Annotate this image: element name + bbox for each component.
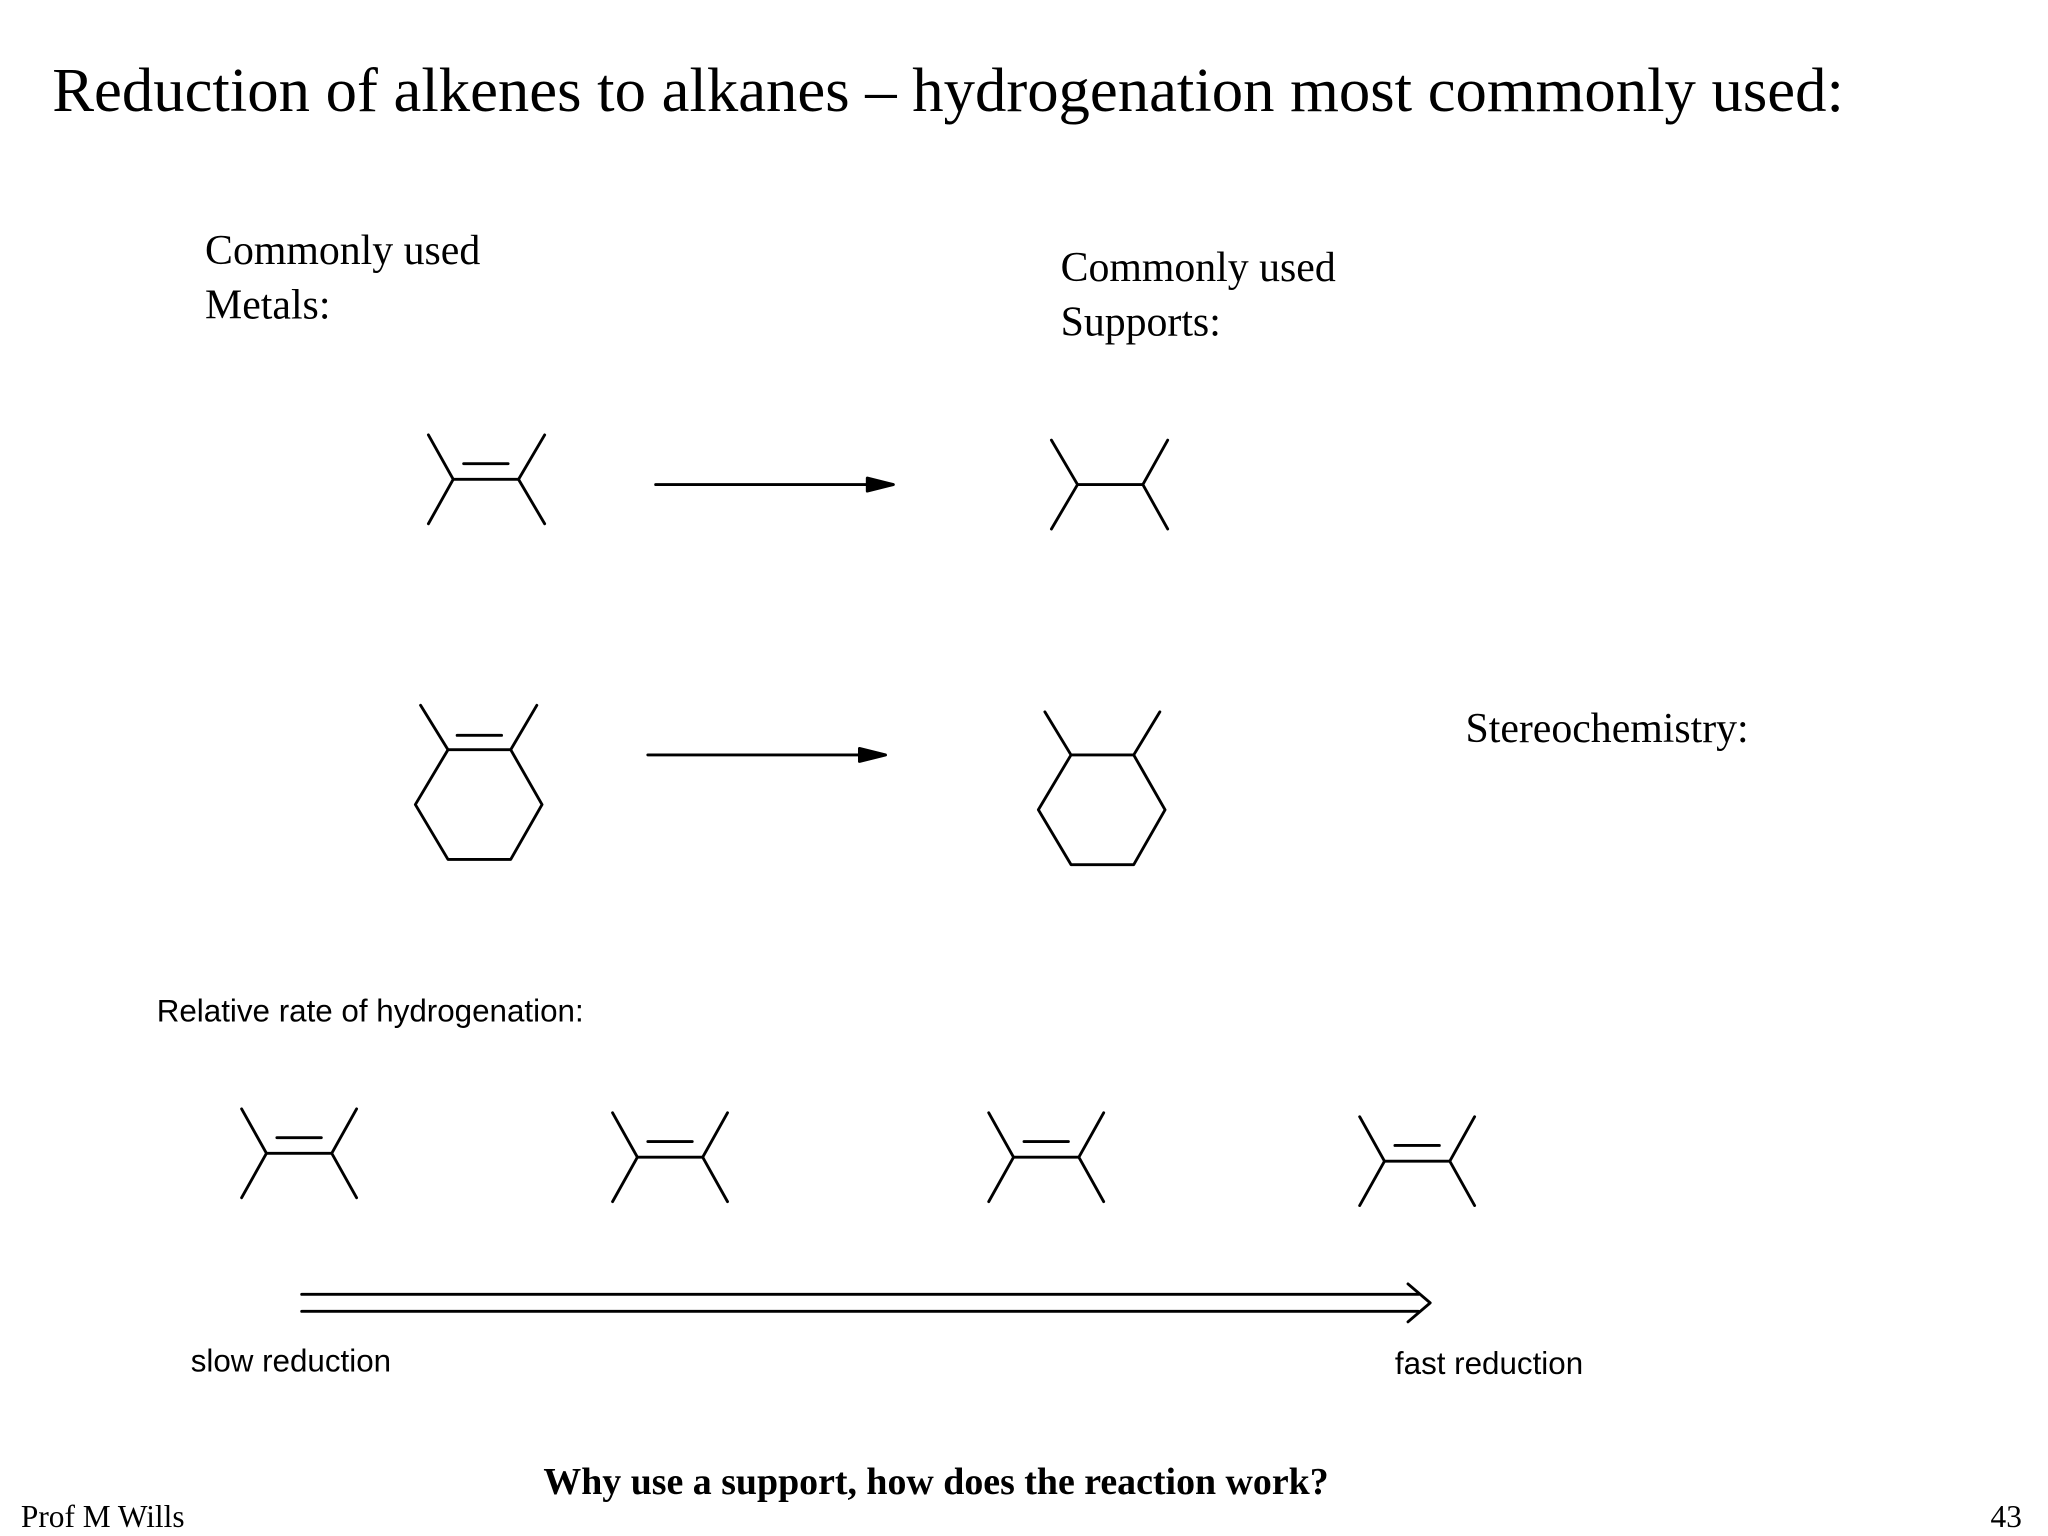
- reaction-arrow-1: [654, 476, 895, 493]
- slow-reduction-label: slow reduction: [190, 1343, 392, 1380]
- metals-label-line2: Metals:: [205, 280, 331, 328]
- relative-rate-label: Relative rate of hydrogenation:: [156, 993, 584, 1030]
- alkene-structure: [611, 1111, 729, 1204]
- slide-title: Reduction of alkenes to alkanes – hydrog…: [52, 56, 1844, 126]
- page-number: 43: [1990, 1500, 2022, 1535]
- reaction-arrow-2: [646, 746, 887, 763]
- fast-reduction-label: fast reduction: [1394, 1346, 1584, 1382]
- supports-label-line2: Supports:: [1060, 297, 1221, 345]
- alkene-structure: [1358, 1115, 1477, 1207]
- dimethylcyclohexane-structure: [1036, 710, 1167, 867]
- metals-label: Commonly used Metals:: [205, 222, 480, 332]
- tetrasubstituted-alkane-structure: [1049, 438, 1170, 531]
- metals-label-line1: Commonly used: [205, 225, 481, 273]
- alkene-structure: [987, 1111, 1106, 1204]
- author-footer: Prof M Wills: [20, 1500, 185, 1535]
- supports-label-line1: Commonly used: [1060, 242, 1336, 290]
- dimethylcyclohexene-structure: [413, 703, 544, 861]
- alkene-structure: [240, 1107, 359, 1200]
- rate-series-alkenes: [240, 1107, 1477, 1207]
- rate-double-arrow: [300, 1282, 1432, 1324]
- tetrasubstituted-alkene-structure: [426, 433, 547, 526]
- supports-label: Commonly used Supports:: [1061, 239, 1336, 349]
- stereochemistry-label: Stereochemistry:: [1465, 703, 1749, 752]
- question-text: Why use a support, how does the reaction…: [543, 1461, 1329, 1504]
